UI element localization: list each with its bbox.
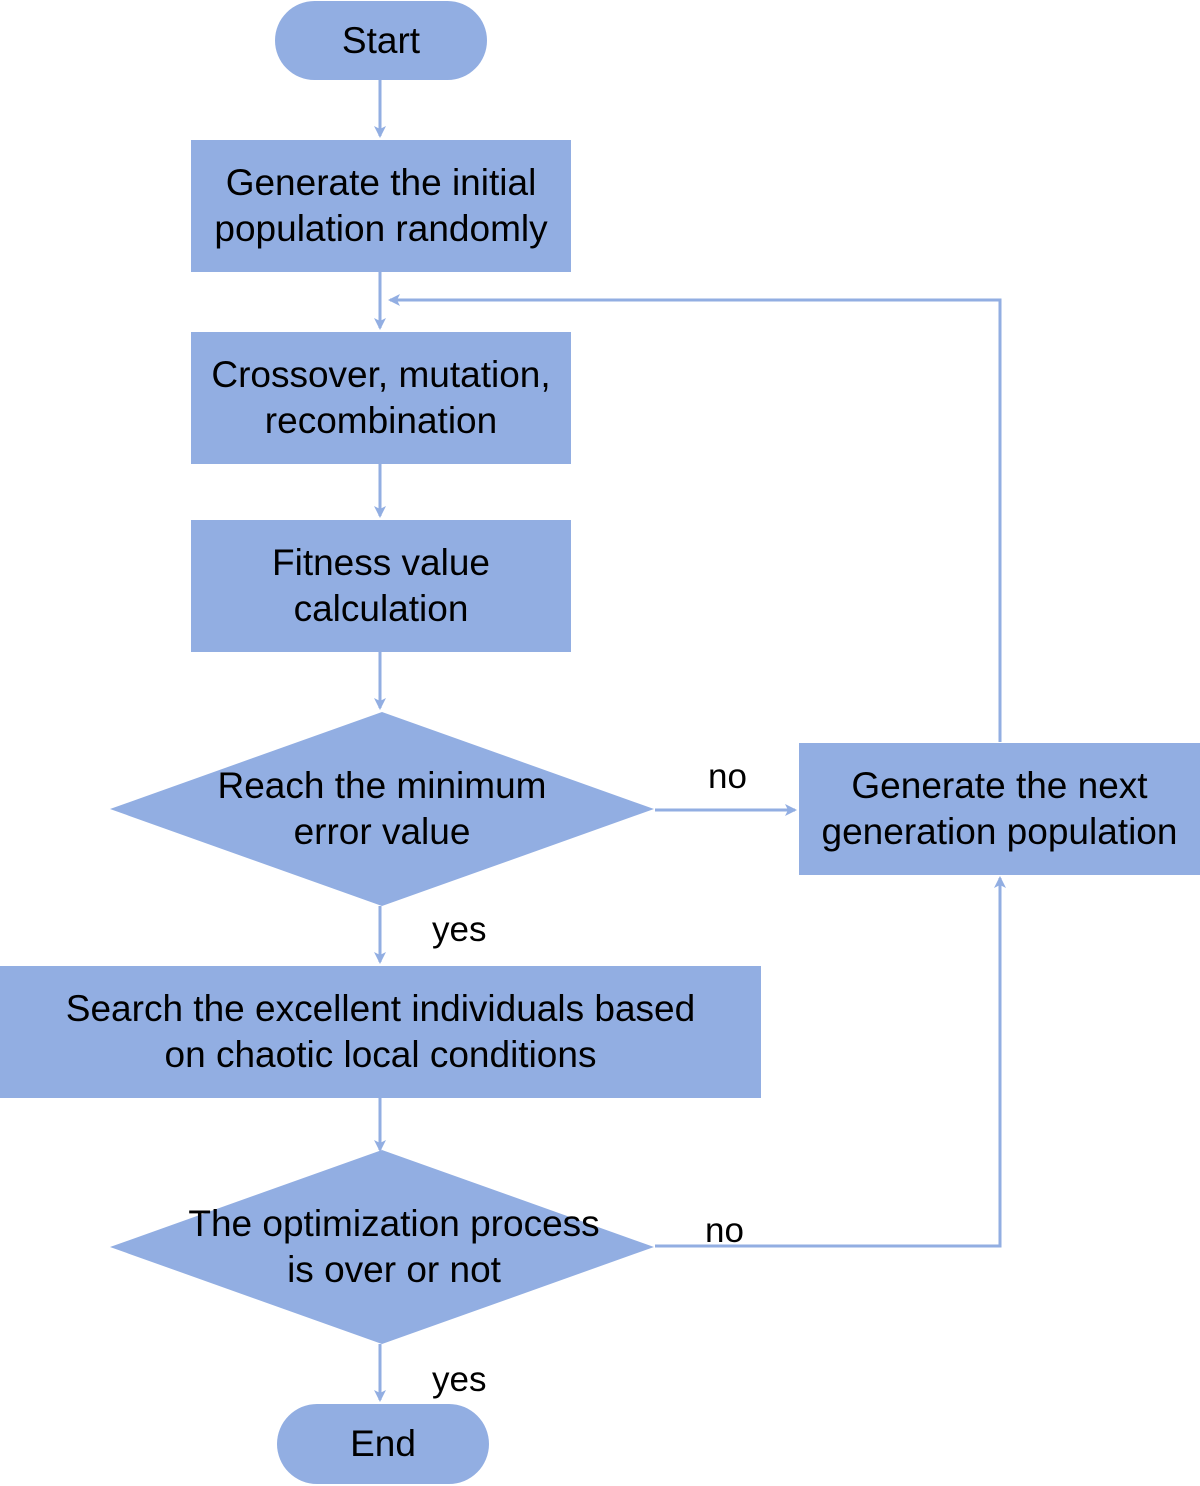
start-node: Start <box>275 1 487 80</box>
min-error-no-label: no <box>708 757 747 796</box>
min-error-label: Reach the minimum error value <box>217 765 547 852</box>
edge-next-generation-loop <box>388 294 1002 742</box>
optimization-no-label: no <box>705 1211 744 1250</box>
init-population-node: Generate the initial population randomly <box>191 140 571 272</box>
optimization-yes-label: yes <box>432 1360 487 1399</box>
crossover-node: Crossover, mutation, recombination <box>191 332 571 464</box>
min-error-yes-label: yes <box>432 910 487 949</box>
min-error-diamond-shape <box>110 712 654 906</box>
min-error-decision: Reach the minimum error value <box>110 712 654 906</box>
end-node: End <box>277 1404 489 1484</box>
next-generation-node: Generate the next generation population <box>799 743 1200 875</box>
optimization-decision: The optimization process is over or not <box>110 1150 654 1344</box>
search-excellent-node: Search the excellent individuals based o… <box>0 966 761 1098</box>
edge-optimization-no <box>655 876 1006 1248</box>
optimization-diamond-shape <box>110 1150 654 1344</box>
fitness-node: Fitness value calculation <box>191 520 571 652</box>
optimization-label: The optimization process is over or not <box>188 1203 600 1290</box>
